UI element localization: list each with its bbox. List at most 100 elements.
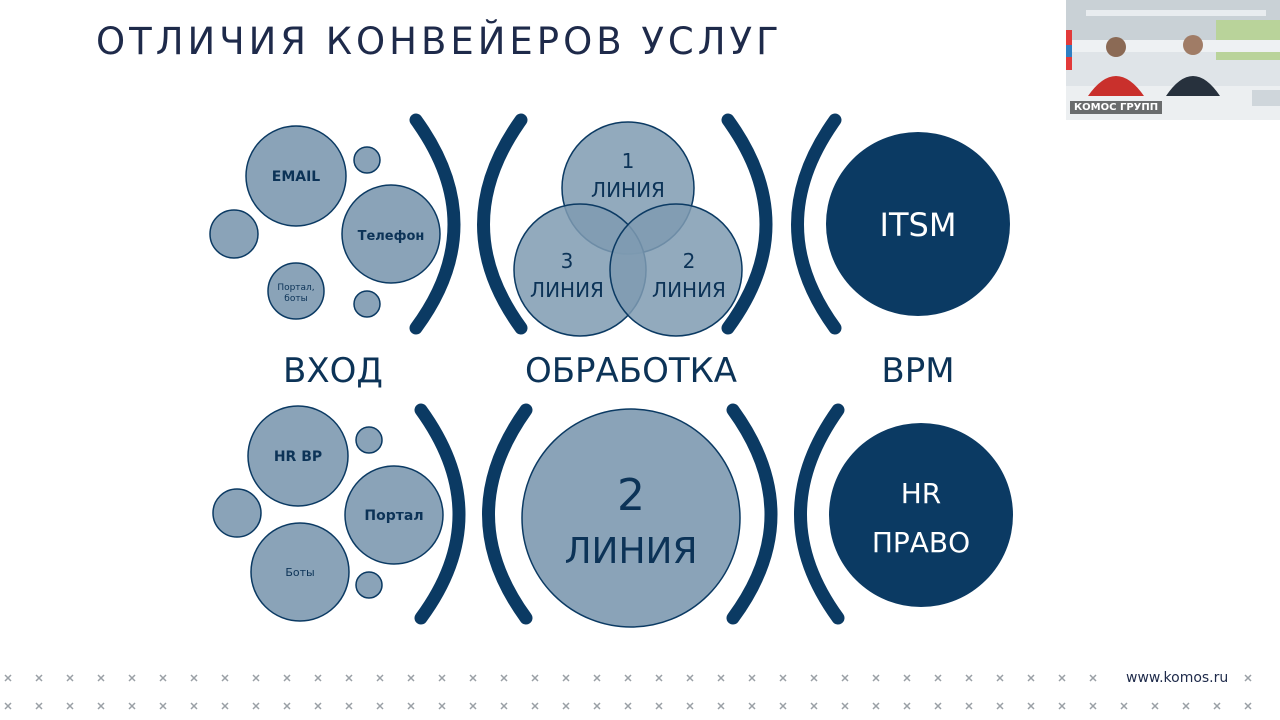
footer-cross-icon [1027,702,1035,710]
footer-cross-icon [35,674,43,682]
bubble-email-label: EMAIL [272,169,321,185]
footer-cross-icon [376,674,384,682]
footer-cross-icon [345,674,353,682]
footer-cross-icon [872,702,880,710]
target-hr-label: HR [901,477,942,510]
footer-cross-icon [562,674,570,682]
bubble-phone-label: Телефон [358,229,425,244]
bubble-small [355,571,383,599]
slide-title: ОТЛИЧИЯ КОНВЕЙЕРОВ УСЛУГ [96,20,783,63]
footer-cross-icon [655,674,663,682]
bracket-right [726,403,778,625]
footer-cross-icon [221,674,229,682]
footer-cross-icon [996,674,1004,682]
footer-cross-icon [965,674,973,682]
footer-url: www.komos.ru [1126,670,1229,686]
target-hr-law-circle [829,423,1013,607]
footer-cross-icon [97,702,105,710]
footer-cross-icon [531,674,539,682]
venn-2-num: 2 [683,249,696,273]
bubble-small [355,426,383,454]
venn-1-num: 1 [622,149,635,173]
top-input-bubbles: EMAIL Телефон Портал, боты [209,125,441,320]
footer-cross-icon [965,702,973,710]
bracket-right [414,403,466,625]
footer-cross-icon [1089,702,1097,710]
footer-cross-icon [686,674,694,682]
footer-cross-icon [686,702,694,710]
footer-cross-icon [438,702,446,710]
footer-cross-icon [748,702,756,710]
footer-cross-icon [283,702,291,710]
bracket-left [477,113,528,335]
bubble-portal-label: Портал [364,508,423,524]
footer-cross-icon [624,702,632,710]
footer-cross-icon [1058,702,1066,710]
footer-cross-icon [159,702,167,710]
bracket-left [791,113,842,335]
footer-cross-icon [562,702,570,710]
footer-cross-icon [810,702,818,710]
footer-cross-icon [779,674,787,682]
footer-cross-icon [1089,674,1097,682]
footer-cross-icon [252,674,260,682]
footer-cross-icon [779,702,787,710]
bottom-input-bubbles: HR BP Портал Боты [212,405,444,622]
bracket-right [721,113,773,335]
bubble-bots [250,522,350,622]
bubble-phone [341,184,441,284]
footer-cross-icon [128,702,136,710]
venn-2-word: ЛИНИЯ [652,278,726,302]
section-label-target: BPM [881,351,954,391]
footer-cross-icon [934,674,942,682]
footer-cross-icon [934,702,942,710]
footer-cross-icon [283,674,291,682]
footer-cross-icon [438,674,446,682]
bubble-small [353,290,381,318]
footer-cross-icon [1213,702,1221,710]
footer-cross-icon [717,674,725,682]
footer-cross-icon [66,702,74,710]
footer-cross-icon [655,702,663,710]
venn-3-word: ЛИНИЯ [530,278,604,302]
bubble-hr-bp [247,405,349,507]
target-itsm-circle [826,132,1010,316]
footer-cross-icon [717,702,725,710]
footer-cross-icon [4,702,12,710]
target-itsm-label: ITSM [880,206,957,244]
footer-cross-icon [407,702,415,710]
footer-cross-icon [376,702,384,710]
section-label-processing: ОБРАБОТКА [525,351,737,391]
footer-cross-icon [314,702,322,710]
bubble-small [353,146,381,174]
footer-pattern [4,674,1252,710]
processing-line-2-circle [521,408,741,628]
footer-cross-icon [407,674,415,682]
target-law-label: ПРАВО [872,526,970,559]
webcam-video [1066,0,1280,120]
footer-cross-icon [469,702,477,710]
footer-cross-icon [469,674,477,682]
webcam-label: КОМОС ГРУПП [1070,101,1163,114]
venn-line-2 [609,203,743,337]
footer-cross-icon [1027,674,1035,682]
top-brackets [409,113,842,335]
footer-cross-icon [97,674,105,682]
footer-cross-icon [593,702,601,710]
bubble-small [212,488,262,538]
footer-cross-icon [345,702,353,710]
footer-cross-icon [996,702,1004,710]
footer-cross-icon [66,674,74,682]
footer-cross-icon [841,674,849,682]
processing-line-2-num: 2 [617,470,645,521]
processing-line-2-word: ЛИНИЯ [564,531,697,572]
footer-cross-icon [221,702,229,710]
footer-cross-icon [4,674,12,682]
section-label-input: ВХОД [283,351,383,391]
footer-cross-icon [500,674,508,682]
footer-cross-icon [1182,702,1190,710]
footer-cross-icon [252,702,260,710]
bubble-small [209,209,259,259]
bubble-portal-label: Портал, [277,283,314,293]
